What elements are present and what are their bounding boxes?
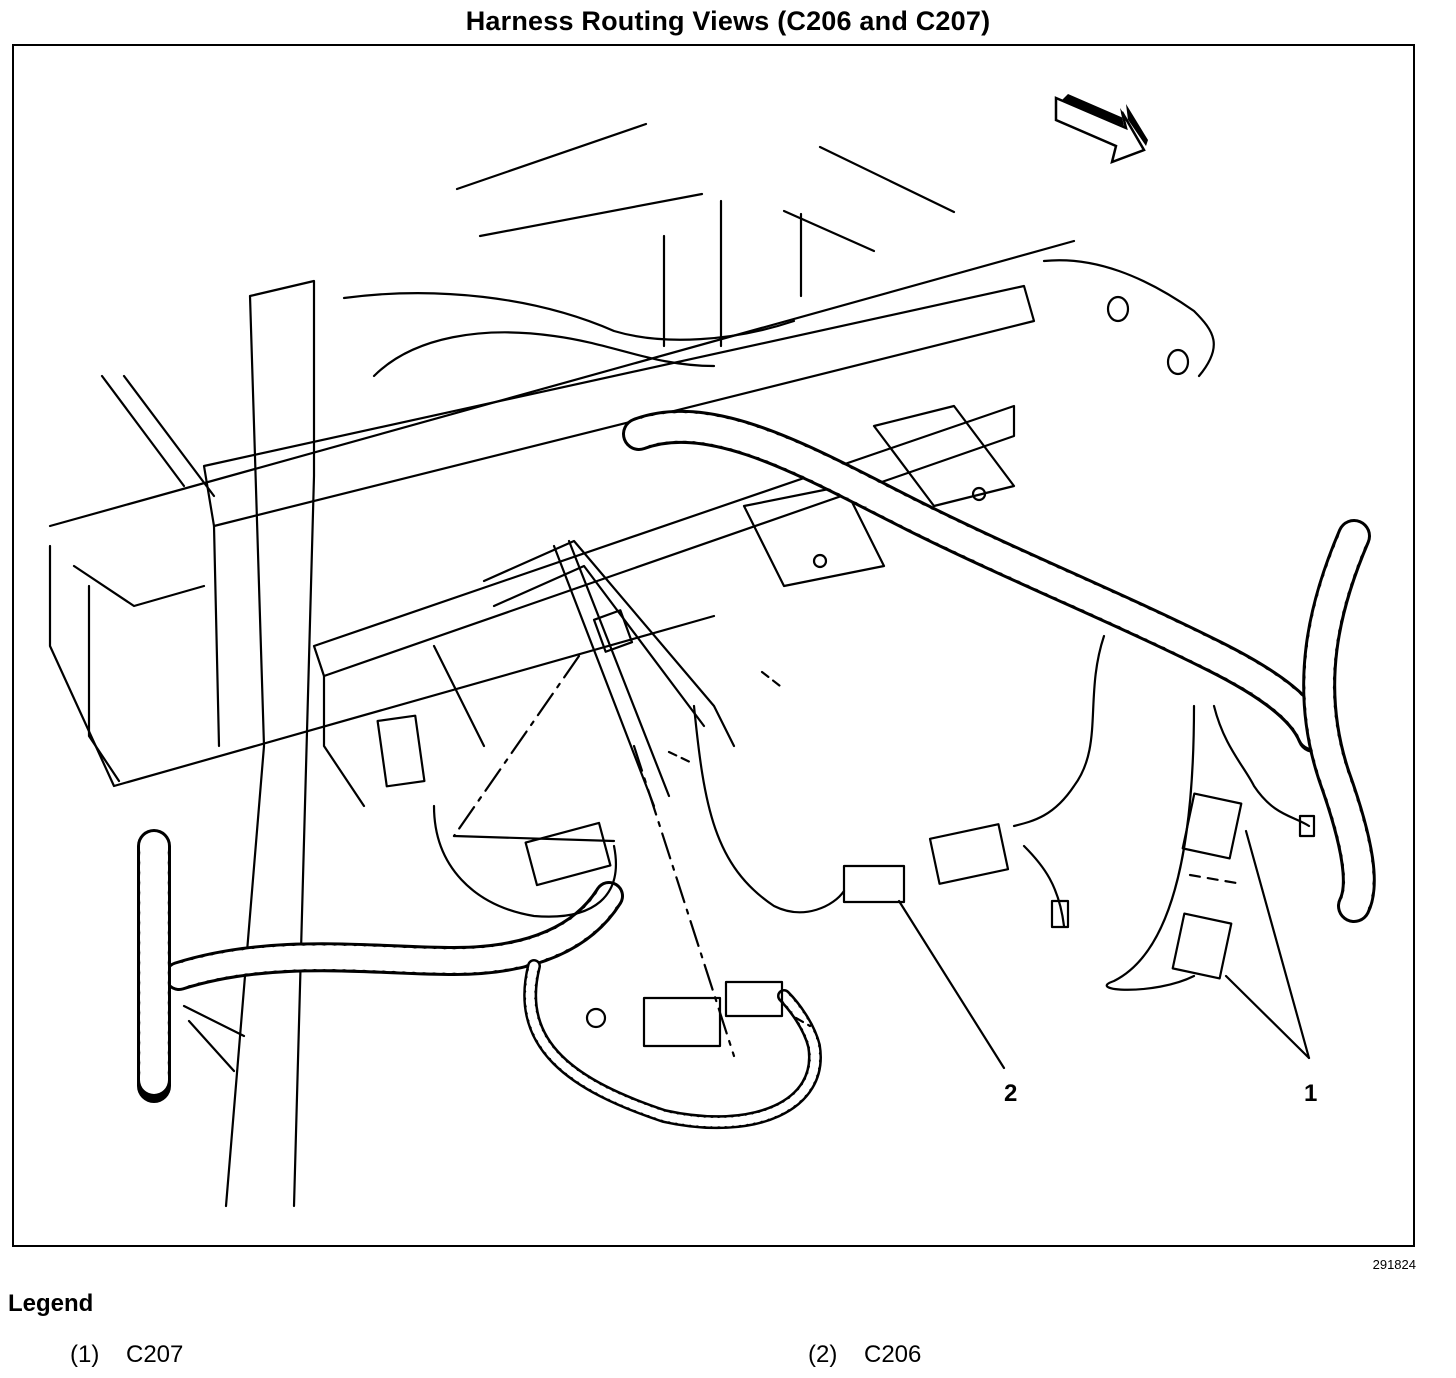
connector-c207-lower	[1171, 912, 1233, 980]
diagram-frame: 2 1	[12, 44, 1415, 1247]
connector-c207-upper	[1181, 792, 1243, 860]
harness-illustration: 2 1	[48, 94, 1376, 1208]
loop-harness	[523, 959, 822, 1130]
connector	[376, 714, 426, 788]
terminal	[1050, 899, 1070, 929]
body-line	[122, 374, 216, 498]
loop-harness-ribs	[525, 961, 820, 1127]
vertical-harness-ribs	[1305, 522, 1373, 920]
bracket	[872, 404, 1016, 508]
legend-heading: Legend	[8, 1290, 94, 1317]
connector	[642, 996, 722, 1048]
legend-number: (1)	[70, 1341, 100, 1368]
wire	[1022, 844, 1066, 928]
wire	[692, 704, 846, 914]
callout-1: 1	[1304, 1080, 1317, 1107]
bolt-hole	[971, 486, 987, 502]
clip	[592, 609, 634, 653]
floor-contour	[1042, 259, 1215, 378]
legend-label: C207	[126, 1341, 184, 1368]
connector-c206-male	[928, 823, 1010, 885]
body-line	[478, 192, 704, 238]
bolt-hole	[1166, 348, 1190, 376]
wire	[1105, 704, 1196, 991]
wire	[1212, 704, 1311, 828]
wire	[432, 804, 617, 918]
callout-2: 2	[1004, 1080, 1017, 1107]
bolt-hole	[812, 553, 828, 569]
wire	[1012, 634, 1106, 828]
crossmember-top	[202, 284, 1036, 528]
leader-line	[452, 834, 616, 843]
bolt-hole	[1106, 295, 1130, 323]
leader-line-1	[1244, 829, 1311, 1060]
body-line	[782, 209, 876, 253]
channel	[482, 539, 736, 748]
crossmember-end	[87, 584, 121, 783]
body-line	[818, 145, 956, 214]
crossmember	[48, 239, 1076, 788]
wire	[182, 1004, 246, 1073]
main-harness-ribs	[625, 412, 1328, 750]
legend-number: (2)	[808, 1341, 838, 1368]
leader-line-1	[1224, 974, 1311, 1060]
leader-line-2	[897, 899, 1006, 1070]
floor-contour	[342, 292, 796, 341]
crossmember-end	[72, 524, 221, 748]
channel	[552, 539, 671, 808]
diagram-title: Harness Routing Views (C206 and C207)	[465, 6, 991, 36]
legend-label: C206	[864, 1341, 922, 1368]
floor-contour	[372, 331, 716, 378]
center-line	[667, 670, 812, 1028]
lower-rail	[322, 644, 486, 808]
connector	[724, 980, 784, 1018]
connector-c206-female	[842, 864, 906, 904]
figure-id: 291824	[1372, 1257, 1416, 1272]
bracket	[742, 484, 886, 588]
legend-item-c207: (1) C207	[70, 1341, 183, 1369]
lower-rail	[312, 404, 1016, 678]
main-harness	[622, 409, 1331, 753]
body-line	[100, 374, 186, 488]
center-line	[1188, 873, 1244, 886]
center-line	[452, 654, 581, 838]
terminal	[1298, 814, 1316, 838]
forward-arrow-icon	[1054, 94, 1148, 165]
legend-item-c206: (2) C206	[808, 1341, 921, 1369]
bolt	[585, 1007, 607, 1029]
center-line	[632, 744, 736, 1058]
pillar	[224, 279, 316, 1208]
lower-harness-ribs	[167, 884, 621, 988]
connector	[524, 821, 612, 887]
body-line	[455, 122, 648, 191]
